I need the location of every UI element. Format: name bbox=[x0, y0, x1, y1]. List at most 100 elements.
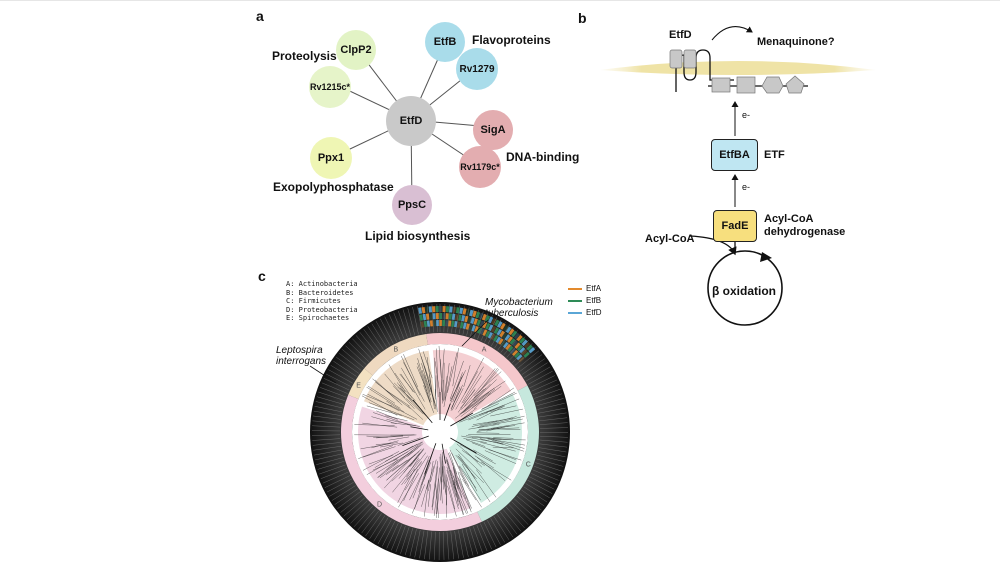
node-clpp2-label: ClpP2 bbox=[340, 44, 372, 56]
clade-ring bbox=[341, 333, 539, 531]
tree-branch bbox=[470, 472, 491, 503]
gene-annotation-bar bbox=[497, 321, 503, 328]
hatch-line bbox=[465, 528, 474, 556]
tree-branch bbox=[487, 438, 526, 446]
tree-branch bbox=[481, 461, 512, 481]
etfd-transmembrane bbox=[675, 49, 734, 92]
tree-branch bbox=[421, 480, 429, 507]
node-siga: SigA bbox=[473, 110, 513, 150]
hatch-line bbox=[516, 495, 539, 515]
tree-branch bbox=[455, 479, 471, 510]
hatch-line bbox=[523, 486, 548, 503]
gene-annotation-bar bbox=[482, 329, 488, 336]
gene-annotation-bar bbox=[514, 351, 521, 359]
tree-branch bbox=[440, 359, 443, 401]
etfd-domain-2 bbox=[736, 76, 756, 94]
hatch-line bbox=[521, 358, 545, 375]
tree-branch bbox=[439, 456, 443, 504]
hatch-line bbox=[454, 530, 459, 559]
menaquinone-label: Menaquinone? bbox=[757, 36, 835, 48]
gene-annotation-bar bbox=[521, 349, 528, 356]
hatch-line bbox=[500, 511, 518, 535]
hatch-line bbox=[532, 469, 559, 481]
gene-annotation-bar bbox=[502, 341, 509, 349]
hatch-line bbox=[476, 524, 488, 552]
tree-branch bbox=[457, 403, 499, 423]
tree-branch bbox=[473, 392, 491, 410]
mycobacterium-pointer bbox=[461, 319, 489, 347]
gene-annotation-bar bbox=[462, 308, 467, 315]
tree-branch bbox=[407, 405, 424, 420]
gene-annotation-bar bbox=[523, 341, 531, 349]
tree-branch bbox=[443, 376, 448, 401]
hatch-line bbox=[384, 316, 397, 342]
etfd-label: EtfD bbox=[669, 29, 692, 41]
node-ppx1-label: Ppx1 bbox=[317, 152, 345, 164]
hatch-line bbox=[359, 332, 378, 355]
tree-branch bbox=[479, 405, 506, 415]
gene-annotation-bar bbox=[494, 319, 500, 327]
hatch-line bbox=[339, 353, 362, 371]
tree-branch bbox=[487, 387, 514, 407]
tree-branch bbox=[450, 469, 469, 514]
etfb-swatch bbox=[568, 300, 582, 302]
gene-annotation-bar bbox=[493, 327, 500, 334]
tree-branch bbox=[409, 450, 424, 467]
hatch-line bbox=[407, 308, 415, 336]
tree-branch bbox=[354, 424, 395, 426]
hatch-line bbox=[313, 446, 342, 451]
tree-branch bbox=[492, 446, 514, 449]
tree-branch bbox=[464, 357, 484, 394]
node-etfb-label: EtfB bbox=[433, 36, 457, 48]
tree-branch bbox=[388, 364, 406, 392]
etfd-domain-4 bbox=[785, 75, 805, 94]
gene-annotation-bar bbox=[490, 325, 497, 333]
tree-branch bbox=[362, 422, 398, 428]
phylum-legend-e: E: Spirochaetes bbox=[286, 314, 350, 322]
tree-branch bbox=[471, 437, 502, 440]
gene-annotation-bar bbox=[478, 312, 484, 320]
gene-annotation-bar bbox=[488, 316, 494, 324]
tree-root bbox=[428, 420, 452, 444]
hatch-line bbox=[352, 338, 372, 360]
tree-branch bbox=[457, 471, 472, 513]
tree-branch bbox=[401, 452, 426, 486]
tree-branch bbox=[453, 467, 459, 490]
tree-branch bbox=[474, 455, 494, 469]
hatch-line bbox=[525, 366, 551, 382]
menaquinone-arrow bbox=[711, 26, 753, 41]
tree-branch bbox=[366, 451, 409, 475]
tree-branch bbox=[491, 440, 524, 452]
tree-branch bbox=[372, 378, 399, 402]
hatch-line bbox=[433, 531, 436, 560]
tree-branch bbox=[451, 452, 469, 487]
node-ppsc: PpsC bbox=[392, 185, 432, 225]
gene-annotation-bar bbox=[432, 306, 436, 313]
gene-annotation-bar bbox=[512, 340, 519, 347]
mycobacterium-label: Mycobacterium tuberculosis bbox=[485, 297, 553, 319]
tree-branch bbox=[397, 382, 413, 402]
hatch-line bbox=[412, 306, 419, 335]
gene-annotation-bar bbox=[501, 332, 508, 339]
hatch-line bbox=[531, 379, 558, 392]
gene-annotation-bar bbox=[435, 313, 439, 320]
tree-branch bbox=[361, 395, 398, 416]
hatch-line bbox=[523, 362, 548, 378]
gene-annotation-bar bbox=[484, 315, 491, 322]
hatch-line bbox=[431, 304, 434, 333]
hatch-line bbox=[511, 501, 532, 522]
tree-branch bbox=[362, 394, 393, 407]
gene-annotation-bar bbox=[485, 330, 491, 338]
hatch-line bbox=[369, 515, 386, 539]
gene-annotation-bar bbox=[481, 313, 487, 321]
gene-annotation-bar bbox=[476, 319, 482, 326]
tree-branch bbox=[433, 478, 439, 516]
tree-branch bbox=[380, 442, 403, 448]
tree-branch bbox=[386, 445, 419, 471]
hatch-line bbox=[529, 375, 555, 389]
tree-branch bbox=[466, 439, 486, 447]
gene-annotation-bar bbox=[452, 306, 457, 313]
gene-annotation-bar bbox=[419, 314, 424, 321]
clade-ring-segment bbox=[477, 385, 539, 522]
electron-label-2: e- bbox=[742, 182, 751, 192]
